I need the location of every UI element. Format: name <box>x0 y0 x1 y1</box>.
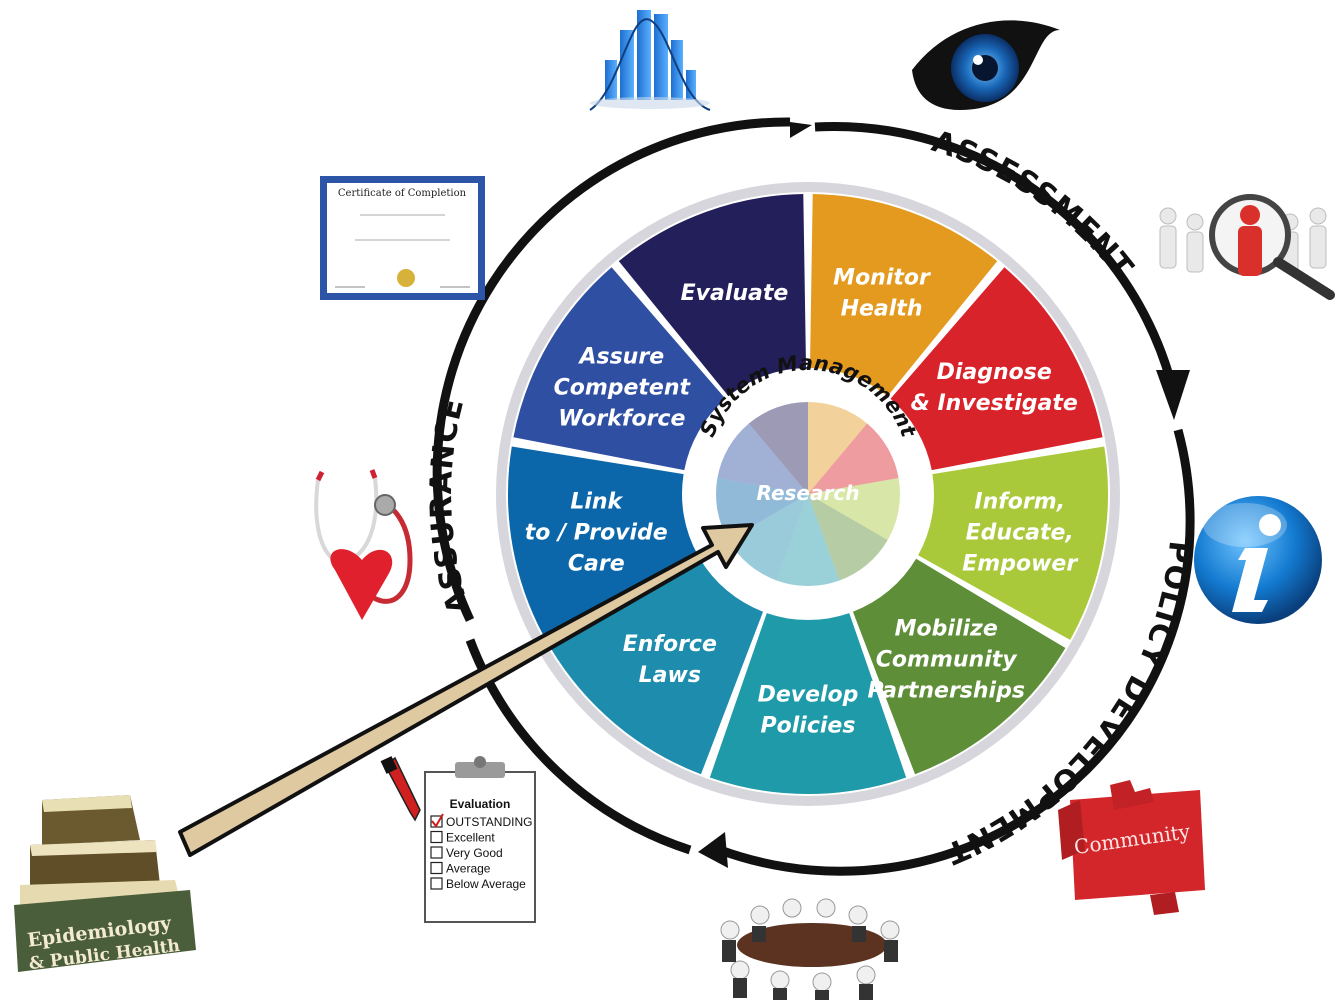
evaluation-option-label: Excellent <box>446 831 495 845</box>
wheel-segment-label: Evaluate <box>681 281 789 306</box>
stethoscope-heart-icon <box>314 469 413 620</box>
ring-arc-assurance <box>432 117 791 622</box>
center-slice <box>748 402 808 494</box>
meeting-table-icon <box>720 898 900 1000</box>
wheel-segment <box>918 446 1109 640</box>
center-slice <box>808 478 900 540</box>
research-arrow <box>178 523 754 857</box>
info-icon <box>1194 496 1322 624</box>
center-research-label: Research <box>757 481 860 505</box>
evaluation-checkbox <box>430 877 443 890</box>
center-hub <box>688 374 928 614</box>
evaluation-option-label: Very Good <box>446 846 503 860</box>
center-slice <box>808 423 899 494</box>
wheel-segment <box>809 194 998 397</box>
books-icon: Epidemiology & Public Health <box>14 795 196 974</box>
center-slice <box>808 402 868 494</box>
checkmark-icon <box>431 813 444 828</box>
ring-arc-assessment <box>814 122 1180 400</box>
ring-arrowhead-top <box>790 122 812 138</box>
wheel-segments <box>508 194 1109 795</box>
wheel-segment <box>508 446 698 640</box>
center-slice <box>717 423 808 494</box>
ring-arc-policy <box>718 428 1195 876</box>
ring-label-assurance: ASSURANCE <box>424 394 478 618</box>
wheel-segment <box>709 613 907 795</box>
evaluation-checkbox <box>430 846 443 859</box>
wheel-segment <box>890 267 1103 471</box>
evaluation-checkbox <box>430 830 443 844</box>
puzzle-icon: Community <box>1058 780 1205 915</box>
center-slice <box>808 494 888 581</box>
wheel-segment <box>513 267 726 471</box>
bar-chart-icon <box>589 10 711 111</box>
wheel-segment <box>550 558 764 775</box>
cycle-ring <box>432 117 1195 876</box>
eye-icon <box>912 20 1060 110</box>
certificate-title: Certificate of Completion <box>338 188 467 199</box>
certificate-icon: Certificate of Completion <box>320 176 485 300</box>
evaluation-checkbox <box>430 861 443 875</box>
evaluation-option-label: OUTSTANDING <box>446 815 532 829</box>
evaluation-title: Evaluation <box>450 797 511 811</box>
center-slice <box>728 494 808 581</box>
ring-arrowhead-right <box>1156 370 1190 420</box>
wheel-segment <box>852 558 1066 775</box>
center-slice <box>776 494 840 587</box>
magnifier-people-icon <box>1159 194 1335 300</box>
wheel-segment-label: Inform,Educate,Empower <box>962 489 1078 576</box>
ring-arrowhead-bottom <box>698 832 728 868</box>
pen-icon <box>380 756 421 822</box>
evaluation-option-label: Below Average <box>446 877 526 891</box>
wheel-segment-label: Diagnose& Investigate <box>911 360 1078 416</box>
evaluation-option-label: Average <box>446 862 491 876</box>
center-slices <box>716 402 900 587</box>
wheel-segment <box>618 194 807 397</box>
